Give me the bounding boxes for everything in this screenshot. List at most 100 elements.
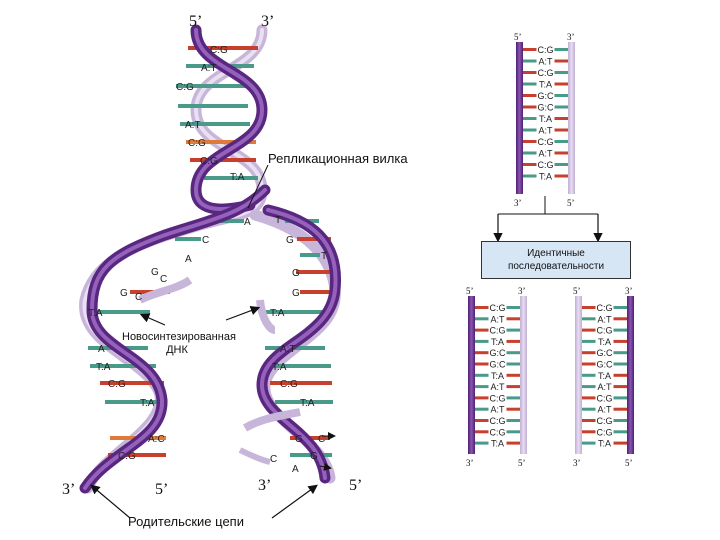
base-pair-label: T:A [598,337,611,347]
base-pair-label: C:G [537,68,553,78]
base-bar-right [554,163,568,166]
base-pair-label: C:G [489,427,505,437]
helix-group: C:G A:T C:G A:T C:G C:G T:A A T C G A T … [79,24,342,519]
fork-pointer-line [247,164,269,209]
svg-text:3’: 3’ [573,458,581,468]
new-dna-label-line1: Новосинтезированная [122,331,236,343]
base-pair-label: T:A [539,172,552,182]
svg-text:C:G: C:G [200,156,218,167]
svg-text:A:T: A:T [201,63,217,74]
helix-bottom-left-three-prime: 3’ [62,481,76,498]
svg-text:5’: 5’ [466,286,474,296]
base-pair-label: A:T [538,149,553,159]
ladder-prime-labels: 5’ 3’ 3’ 5’ 5’ 3’ 3’ 5’ 5’ 3’ 3’ 5’ [466,32,633,468]
base-bar-left [475,328,489,332]
base-bar-left [523,117,537,120]
base-bar-right [506,385,520,389]
base-bar-right [506,407,520,411]
base-bar-left [475,339,489,343]
helix-top-three-prime: 3’ [261,13,275,30]
base-pair-label: C:G [596,427,612,437]
base-bar-left [523,174,537,178]
new-fragment-bottom [242,408,301,432]
new-fragment-left [138,276,193,304]
svg-text:5’: 5’ [573,286,581,296]
base-pair-label: A:T [538,126,553,136]
base-bar-right [613,419,627,422]
svg-text:C:G: C:G [188,138,206,149]
base-pair-label: T:A [598,439,611,449]
base-pair-label: C:G [537,160,553,170]
daughter-ladder-left: C:GA:TC:GT:AG:CG:CT:AA:TC:GA:TC:GC:GT:A [468,296,527,454]
svg-text:G: G [292,268,300,279]
base-pair-label: G:C [537,103,554,113]
base-pair-label: A:T [490,314,505,324]
svg-text:3’: 3’ [625,286,633,296]
base-bar-left [475,419,489,422]
base-bar-right [506,430,520,434]
svg-text:G: G [151,267,159,278]
svg-text:T:A: T:A [88,308,103,319]
base-pair-label: A:T [490,382,505,392]
base-pair-label: T:A [539,80,552,90]
svg-text:C: C [270,454,277,465]
base-bar-left [582,317,596,321]
svg-text:G: G [310,451,318,462]
base-bar-left [582,396,596,400]
base-pair-label: G:C [596,348,613,358]
base-bar-right [506,441,520,445]
base-bar-right [554,117,568,120]
base-pair-label: C:G [489,416,505,426]
base-bar-left [582,351,596,355]
base-bar-left [582,373,596,377]
new-fragment-bottom-2 [238,447,271,465]
svg-text:C: C [318,434,325,445]
base-pair-label: C:G [596,416,612,426]
base-bar-right [554,105,568,109]
base-bar-left [582,339,596,343]
base-pair-label: T:A [491,439,504,449]
base-pair-label: G:C [489,360,506,370]
base-pair-label: C:G [537,45,553,55]
base-bar-left [523,48,537,51]
svg-text:5’: 5’ [567,198,575,208]
base-bar-left [475,373,489,377]
base-bar-right [613,385,627,389]
split-connector [493,213,603,243]
base-bar-right [506,396,520,400]
svg-text:T:A: T:A [140,398,155,409]
base-bar-right [613,396,627,400]
svg-text:A: A [185,254,192,265]
svg-text:T:A: T:A [270,308,285,319]
base-bar-left [523,151,537,155]
svg-text:A:T: A:T [280,344,296,355]
base-bar-left [475,317,489,321]
base-bar-right [554,48,568,51]
svg-text:A:C: A:C [148,434,165,445]
base-bar-right [554,174,568,178]
svg-text:C:G: C:G [108,379,126,390]
base-bar-right [613,328,627,332]
svg-text:C: C [202,235,209,246]
svg-text:A:T: A:T [185,120,201,131]
base-bar-left [582,385,596,389]
svg-text:T: T [275,215,281,226]
svg-text:T:A: T:A [96,362,111,373]
identical-sequences-box: Идентичные последовательности [481,241,631,279]
base-bar-right [554,71,568,74]
svg-text:T:A: T:A [272,362,287,373]
svg-text:5’: 5’ [518,458,526,468]
base-bar-left [475,385,489,389]
daughter-ladder-right: C:GA:TC:GT:AG:CG:CT:AA:TC:GA:TC:GC:GT:A [575,296,634,454]
identical-line1: Идентичные [527,248,585,259]
base-bar-left [582,441,596,445]
base-pair-label: C:G [537,137,553,147]
svg-text:3’: 3’ [518,286,526,296]
parent-arrow-left [90,484,131,519]
base-bar-left [523,59,537,63]
new-dna-arrow-left [139,313,166,326]
base-bar-left [582,328,596,332]
helix-bottom-right-five-prime: 5’ [349,477,363,494]
base-bar-left [523,163,537,166]
